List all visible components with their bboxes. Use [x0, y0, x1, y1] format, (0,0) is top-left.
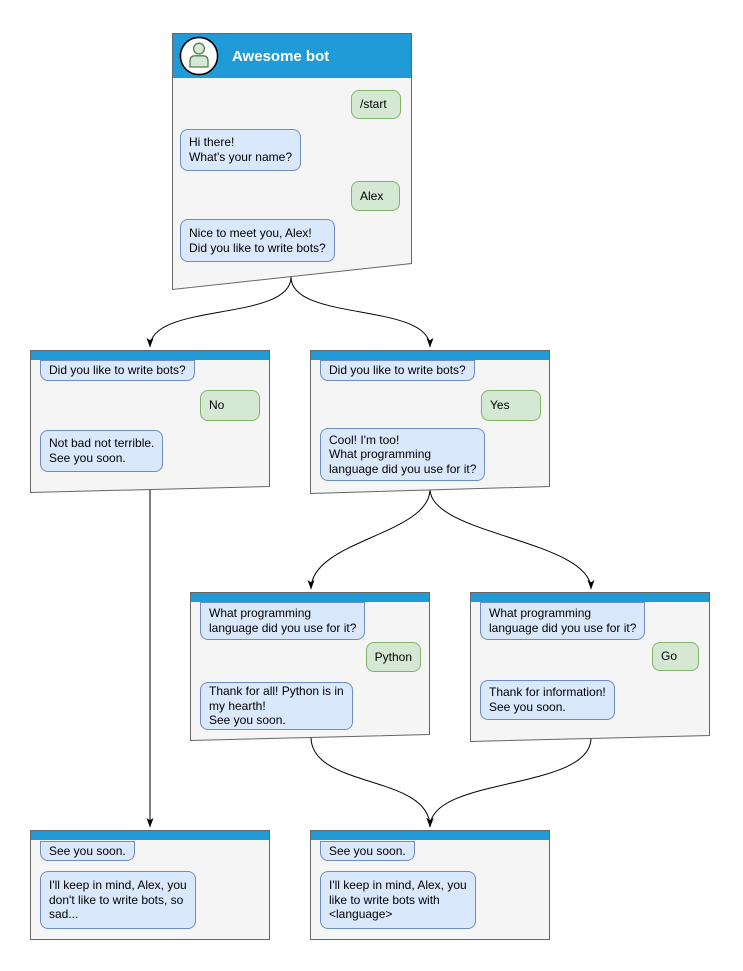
bot-message-greeting: Hi there! What's your name? [180, 129, 302, 171]
window-titlebar [31, 351, 269, 360]
user-answer-bubble: No [200, 390, 260, 421]
user-answer-bubble: Go [652, 642, 699, 671]
bot-question-bubble: What programming language did you use fo… [480, 602, 646, 640]
window-titlebar [31, 831, 269, 840]
bot-reply-bubble: Cool! I'm too! What programming language… [320, 428, 486, 481]
user-message-start: /start [351, 90, 401, 119]
window-titlebar [191, 593, 429, 602]
user-answer-bubble: Python [365, 642, 421, 672]
window-titlebar [471, 593, 709, 602]
bot-question-bubble: Did you like to write bots? [40, 360, 195, 381]
bot-reply-bubble: I'll keep in mind, Alex, you don't like … [40, 871, 196, 929]
connector-yes-to-python [307, 488, 431, 590]
chat-window-branch-no: Did you like to write bots? No Not bad n… [30, 350, 270, 493]
bot-reply-bubble: I'll keep in mind, Alex, you like to wri… [320, 871, 476, 929]
user-message-name: Alex [351, 181, 400, 211]
connector-go-to-end [426, 737, 592, 828]
window-titlebar [311, 351, 549, 360]
bot-avatar [179, 36, 219, 76]
bot-reply-bubble: Thank for all! Python is in my hearth! S… [200, 682, 353, 730]
person-icon [189, 42, 209, 68]
chat-window-end-no: See you soon. I'll keep in mind, Alex, y… [30, 830, 270, 940]
bot-reply-bubble: Not bad not terrible. See you soon. [40, 430, 164, 472]
chat-window-branch-python: What programming language did you use fo… [190, 592, 430, 741]
bot-reply-bubble: Thank for information! See you soon. [480, 680, 615, 720]
connector-yes-to-go [429, 488, 595, 590]
window-titlebar [311, 831, 549, 840]
user-answer-bubble: Yes [481, 390, 541, 421]
bot-question-bubble: Did you like to write bots? [320, 360, 475, 381]
chat-window-branch-yes: Did you like to write bots? Yes Cool! I'… [310, 350, 550, 494]
bot-question-bubble: What programming language did you use fo… [200, 602, 366, 640]
window-title: Awesome bot [232, 48, 330, 65]
bot-message-ask-bots: Nice to meet you, Alex! Did you like to … [180, 219, 335, 262]
chat-window-branch-go: What programming language did you use fo… [470, 592, 710, 742]
chat-window-end-yes: See you soon. I'll keep in mind, Alex, y… [310, 830, 550, 940]
bot-question-bubble: See you soon. [40, 841, 135, 861]
bot-question-bubble: See you soon. [320, 841, 415, 861]
chat-window-main: Awesome bot /start Hi there! What's your… [172, 33, 412, 291]
connector-python-to-end [310, 736, 434, 828]
